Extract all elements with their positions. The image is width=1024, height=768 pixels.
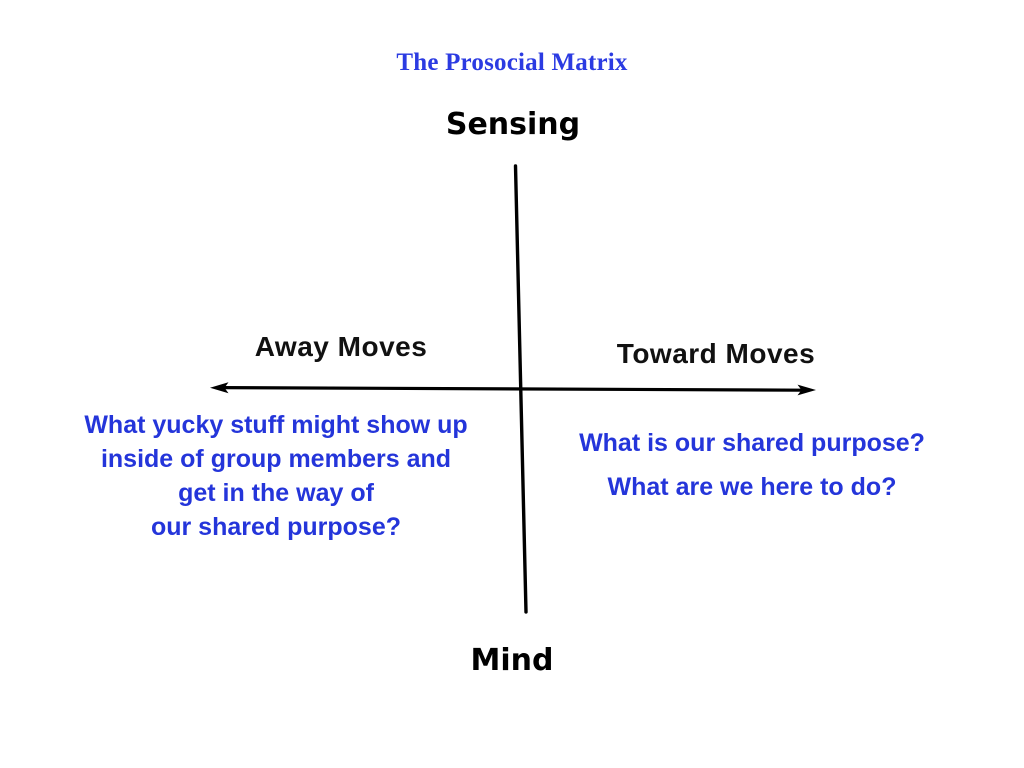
away-question-line: inside of group members and [100, 445, 452, 473]
away-question-line: What yucky stuff might show up [84, 411, 468, 439]
axis-label-away-moves: Away Moves [254, 331, 428, 362]
axis-label-mind: Mind [470, 643, 554, 678]
away-moves-question: What yucky stuff might show up inside of… [84, 408, 467, 544]
page-title: The Prosocial Matrix [396, 49, 628, 76]
axis-label-sensing: Sensing [445, 107, 581, 142]
horizontal-axis-line [222, 386, 804, 392]
right-arrowhead [797, 384, 816, 396]
away-question-line: our shared purpose? [150, 513, 402, 541]
axis-label-toward-moves: Toward Moves [616, 338, 816, 369]
toward-question-line: What is our shared purpose? [579, 429, 925, 457]
toward-moves-question: What is our shared purpose? What are we … [579, 428, 925, 502]
away-question-line: get in the way of [178, 479, 374, 507]
toward-question-line: What are we here to do? [607, 473, 897, 501]
left-arrowhead [210, 382, 229, 394]
